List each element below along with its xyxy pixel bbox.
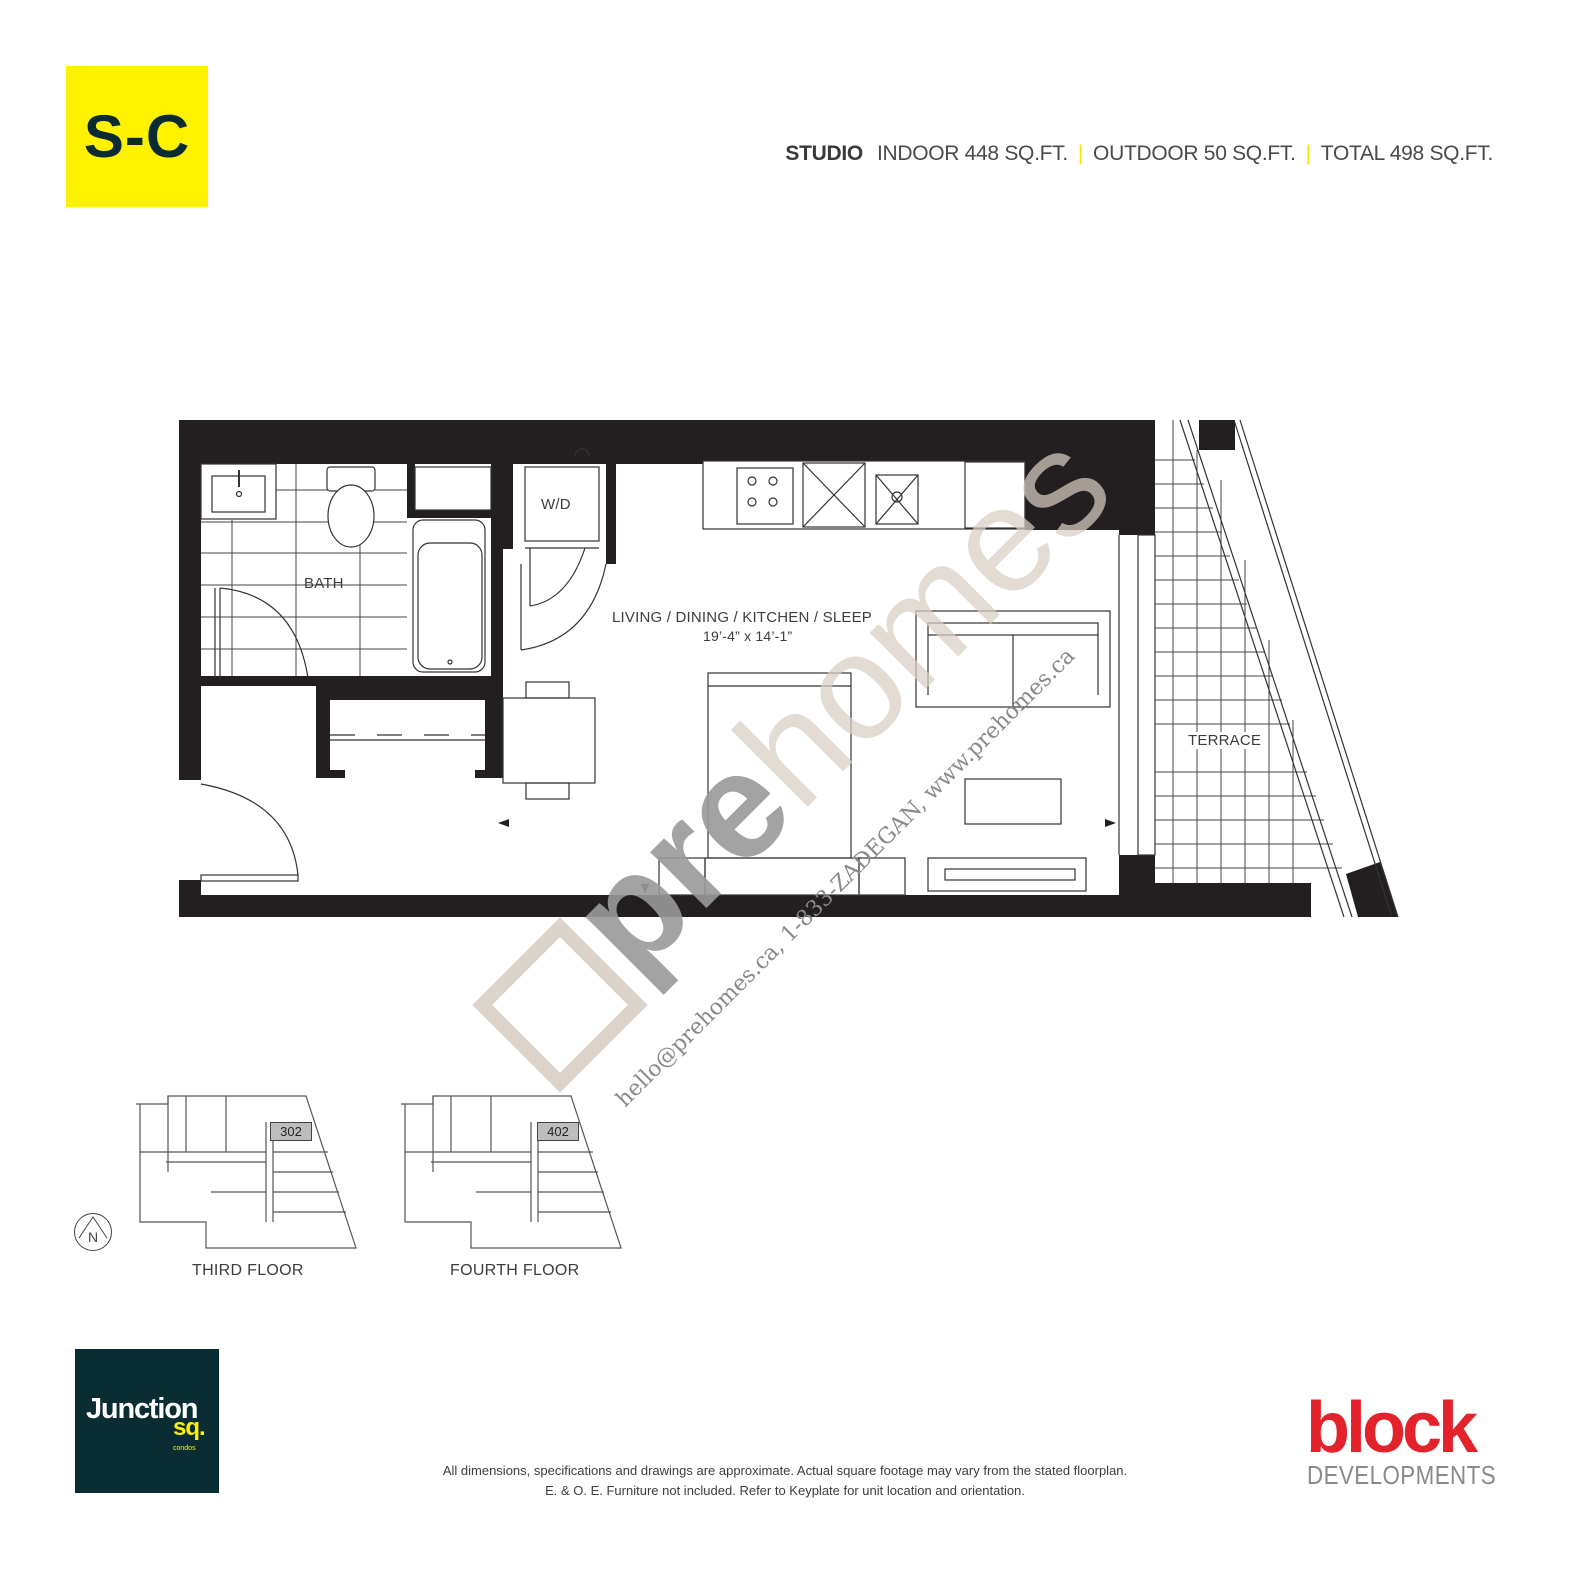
keyplate-fourth-floor bbox=[401, 1095, 622, 1249]
project-logo-suffix: sq. bbox=[173, 1414, 206, 1441]
disclaimer-line-2: E. & O. E. Furniture not included. Refer… bbox=[545, 1483, 1025, 1498]
unit-code: S-C bbox=[83, 103, 191, 170]
separator: | bbox=[1077, 142, 1084, 165]
view-arrows bbox=[498, 445, 1116, 894]
room-label-terrace: TERRACE bbox=[1186, 732, 1264, 749]
keyplate-label: FOURTH FLOOR bbox=[450, 1262, 580, 1279]
developer-logo-name: block bbox=[1306, 1388, 1478, 1468]
unit-area-summary: STUDIO INDOOR 448 SQ.FT. | OUTDOOR 50 SQ.FT… bbox=[785, 142, 1493, 166]
keyplate-third-floor bbox=[136, 1095, 357, 1249]
project-logo-name: Junction bbox=[86, 1393, 198, 1425]
unit-type: STUDIO bbox=[785, 142, 863, 165]
room-label-main: LIVING / DINING / KITCHEN / SLEEP bbox=[612, 609, 872, 626]
walls bbox=[179, 420, 1398, 917]
indoor-area: INDOOR 448 SQ.FT. bbox=[876, 142, 1068, 165]
developer-logo-subtitle: DEVELOPMENTS bbox=[1307, 1460, 1497, 1490]
keyplate-unit-highlight: 302 bbox=[270, 1122, 312, 1141]
keyplate-label: THIRD FLOOR bbox=[192, 1262, 304, 1279]
disclaimer: All dimensions, specifications and drawi… bbox=[390, 1461, 1180, 1501]
project-logo: Junction sq. condos bbox=[75, 1349, 219, 1493]
north-compass-icon: N bbox=[74, 1213, 112, 1251]
separator: | bbox=[1305, 142, 1311, 165]
room-dimensions-main: 19’-4” x 14’-1” bbox=[703, 628, 793, 644]
developer-logo: block DEVELOPMENTS bbox=[1300, 1388, 1500, 1490]
svg-text:N: N bbox=[88, 1229, 98, 1245]
project-logo-tagline: condos bbox=[173, 1445, 196, 1452]
unit-badge: S-C bbox=[66, 66, 208, 207]
disclaimer-line-1: All dimensions, specifications and drawi… bbox=[442, 1463, 1128, 1478]
fixtures bbox=[200, 419, 1399, 918]
outdoor-area: OUTDOOR 50 SQ.FT. bbox=[1093, 142, 1296, 165]
room-label-bath: BATH bbox=[304, 575, 344, 592]
room-label-laundry: W/D bbox=[541, 496, 571, 513]
keyplate-unit-highlight: 402 bbox=[537, 1122, 579, 1141]
total-area: TOTAL 498 SQ.FT. bbox=[1320, 142, 1494, 165]
